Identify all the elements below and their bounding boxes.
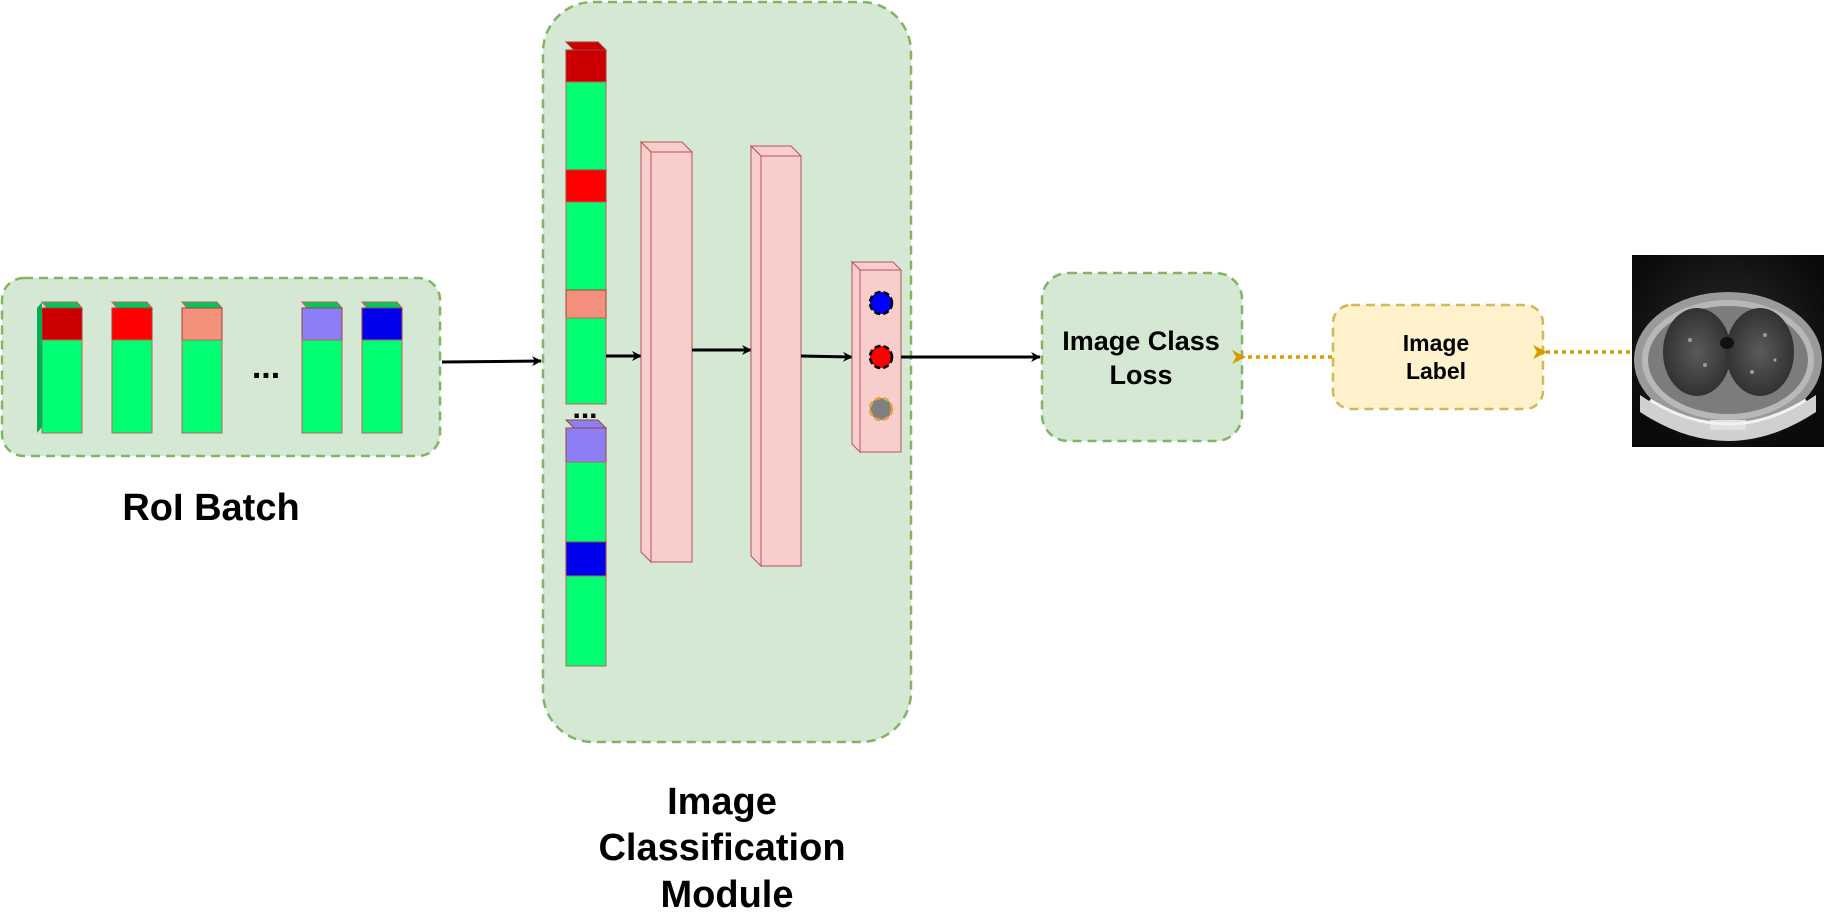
module-title-line-2: Classification bbox=[598, 827, 845, 869]
roi-cube-1 bbox=[37, 301, 84, 434]
image-label-line-2: Label bbox=[1406, 358, 1466, 384]
feature-stack-bottom bbox=[564, 419, 608, 667]
fc-layer-1 bbox=[639, 140, 694, 564]
fc-layer-2 bbox=[749, 144, 803, 568]
module-title-line-1: Image bbox=[667, 781, 777, 823]
roi-cube-5 bbox=[360, 301, 404, 434]
image-label-box bbox=[1331, 303, 1545, 411]
feature-stack-top bbox=[564, 41, 608, 405]
ct-scan-image bbox=[1632, 255, 1824, 447]
module-title-line-3: Module bbox=[661, 874, 794, 916]
output-node-blue bbox=[868, 290, 894, 316]
image-class-loss-box bbox=[1040, 271, 1244, 443]
image-class-loss-line-1: Image Class bbox=[1062, 326, 1220, 356]
roi-cube-3 bbox=[180, 301, 224, 434]
roi-batch-ellipsis: ... bbox=[252, 348, 280, 386]
roi-cube-2 bbox=[110, 301, 154, 434]
classification-module-panel bbox=[541, 0, 913, 744]
image-class-loss-line-2: Loss bbox=[1109, 360, 1172, 390]
output-node-red bbox=[868, 344, 894, 370]
roi-batch-title: RoI Batch bbox=[122, 487, 299, 529]
arrow-fc2-to-output bbox=[800, 351, 853, 362]
roi-cube-4 bbox=[300, 301, 344, 434]
arrow-batch-to-module bbox=[441, 356, 542, 367]
image-label-line-1: Image bbox=[1403, 330, 1469, 356]
output-node-gray bbox=[868, 396, 894, 422]
